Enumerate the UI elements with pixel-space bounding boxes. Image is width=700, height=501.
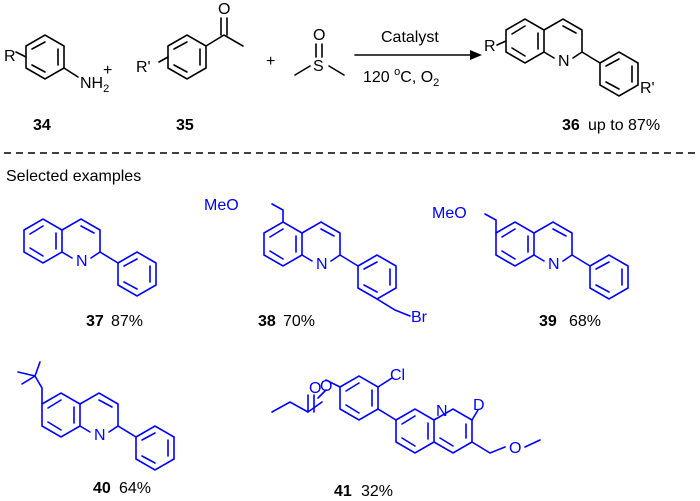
example-38-yield: 70% bbox=[283, 313, 315, 330]
reactant-aniline-34 bbox=[15, 34, 79, 80]
compound-number-34: 34 bbox=[33, 117, 51, 134]
example-38-methoxy: MeO bbox=[204, 197, 239, 214]
example-41-nitrogen: N bbox=[436, 403, 448, 420]
example-structure-41 bbox=[271, 375, 541, 454]
product-substituent-r: R bbox=[484, 38, 496, 55]
product-yield: up to 87% bbox=[588, 117, 660, 134]
example-39-yield: 68% bbox=[569, 313, 601, 330]
example-41-ester-oxygen: O bbox=[320, 378, 332, 395]
example-structure-37 bbox=[23, 218, 157, 297]
product-quinoline-36 bbox=[496, 18, 639, 97]
compound-number-36: 36 bbox=[562, 117, 580, 134]
example-41-deuterium: D bbox=[473, 397, 485, 414]
example-37-yield: 87% bbox=[111, 313, 143, 330]
plus-sign-1: + bbox=[103, 62, 112, 79]
example-40-yield: 64% bbox=[119, 480, 151, 497]
example-40-nitrogen: N bbox=[94, 427, 106, 444]
arrow-label-conditions: 120 oC, O2 bbox=[363, 66, 439, 89]
example-37-nitrogen: N bbox=[76, 253, 88, 270]
section-label: Selected examples bbox=[6, 168, 141, 185]
sulfoxide-oxygen: O bbox=[313, 27, 325, 44]
substituent-r-prime: R' bbox=[136, 59, 151, 76]
carbonyl-oxygen: O bbox=[218, 1, 230, 18]
reactant-acetophenone-35 bbox=[158, 17, 244, 80]
example-38-number: 38 bbox=[258, 313, 276, 330]
reagent-dmso bbox=[294, 43, 345, 76]
amine-label: NH2 bbox=[80, 75, 109, 95]
example-41-chlorine: Cl bbox=[390, 367, 405, 384]
sulfur-atom: S bbox=[313, 58, 324, 75]
example-38-bromine: Br bbox=[411, 309, 428, 326]
example-38-nitrogen: N bbox=[316, 256, 328, 273]
quinoline-nitrogen: N bbox=[558, 53, 570, 70]
example-41-methoxy-oxygen: O bbox=[509, 440, 521, 457]
product-substituent-r-prime: R' bbox=[640, 80, 655, 97]
example-structure-39 bbox=[484, 213, 629, 300]
substituent-r: R bbox=[4, 48, 16, 65]
example-41-carbonyl-oxygen: O bbox=[309, 380, 321, 397]
compound-number-35: 35 bbox=[176, 117, 194, 134]
arrow-label-catalyst: Catalyst bbox=[381, 29, 439, 46]
example-40-number: 40 bbox=[93, 480, 111, 497]
example-39-number: 39 bbox=[539, 313, 557, 330]
example-37-number: 37 bbox=[86, 313, 104, 330]
reaction-arrow bbox=[354, 50, 482, 60]
example-39-methoxy: MeO bbox=[432, 205, 467, 222]
example-structure-40 bbox=[17, 361, 175, 471]
example-structure-38 bbox=[263, 203, 411, 317]
example-39-nitrogen: N bbox=[548, 256, 560, 273]
example-41-yield: 32% bbox=[361, 483, 393, 500]
plus-sign-2: + bbox=[266, 53, 275, 70]
example-41-number: 41 bbox=[334, 483, 352, 500]
